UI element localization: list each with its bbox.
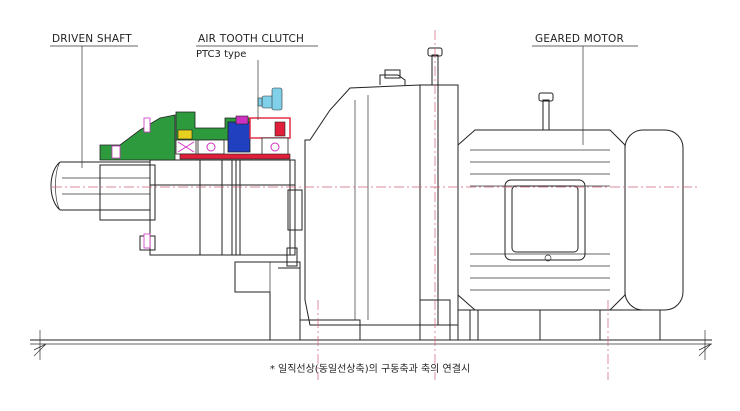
label-geared-motor: GEARED MOTOR	[532, 33, 638, 145]
base-plate	[30, 330, 712, 360]
clutch-body	[99, 159, 303, 256]
label-air-tooth-clutch: AIR TOOTH CLUTCH PTC3 type	[196, 33, 318, 120]
driven-shaft	[50, 161, 150, 211]
air-tooth-clutch-label: AIR TOOTH CLUTCH	[198, 33, 304, 45]
center-lines	[52, 30, 700, 380]
support-bracket	[234, 247, 301, 341]
label-driven-shaft: DRIVEN SHAFT	[50, 33, 138, 168]
geared-motor-label: GEARED MOTOR	[535, 33, 624, 45]
clutch-cutaway-section	[99, 87, 291, 249]
geared-motor	[457, 92, 684, 341]
driven-shaft-label: DRIVEN SHAFT	[52, 33, 132, 45]
caption: * 일직선상(동일선상축)의 구동축과 축의 연결시	[270, 363, 470, 375]
terminal-box	[504, 179, 586, 262]
air-fitting-icon	[257, 87, 283, 111]
clutch-type-label: PTC3 type	[196, 49, 246, 60]
lifting-eye-motor	[538, 92, 554, 131]
gear-reducer	[299, 47, 479, 341]
